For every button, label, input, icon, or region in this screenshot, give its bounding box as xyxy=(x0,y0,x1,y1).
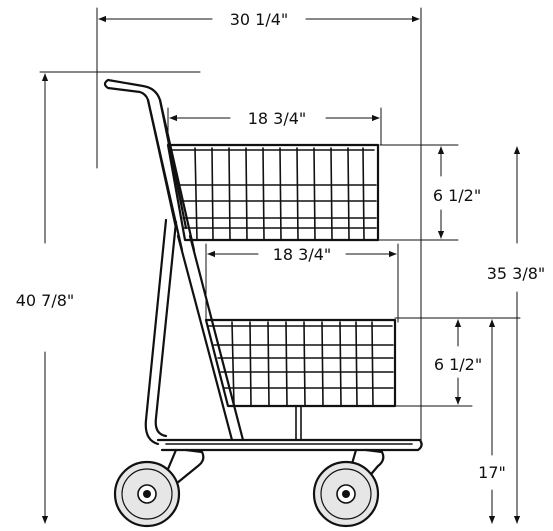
overall-width-label: 30 1/4" xyxy=(230,10,289,29)
upper-basket-wires xyxy=(194,147,365,241)
upper-basket-height-dimension: 6 1/2" xyxy=(377,144,481,241)
upper-basket xyxy=(166,143,380,242)
lower-basket-width-label: 18 3/4" xyxy=(273,245,332,264)
cart-base xyxy=(156,438,423,452)
lower-basket-wires xyxy=(231,321,374,407)
lower-basket-width-dimension: 18 3/4" xyxy=(205,243,399,323)
front-caster xyxy=(312,448,385,528)
lower-basket xyxy=(204,318,397,408)
shopping-cart-illustration xyxy=(103,78,423,528)
upper-basket-top-height-label: 35 3/8" xyxy=(487,264,546,283)
upper-basket-width-label: 18 3/4" xyxy=(248,109,307,128)
upper-basket-height-label: 6 1/2" xyxy=(433,186,481,205)
upper-basket-top-height-dimension: 35 3/8" xyxy=(487,146,546,524)
lower-basket-height-label: 6 1/2" xyxy=(434,355,482,374)
lower-basket-height-dimension: 6 1/2" xyxy=(394,317,521,407)
overall-height-dimension: 40 7/8" xyxy=(16,71,201,524)
rear-caster xyxy=(113,448,205,528)
overall-width-dimension: 30 1/4" xyxy=(96,7,422,441)
overall-height-label: 40 7/8" xyxy=(16,291,75,310)
lower-basket-top-height-dimension: 17" xyxy=(478,319,506,524)
cart-frame xyxy=(144,98,302,446)
lower-basket-top-height-label: 17" xyxy=(478,463,506,482)
upper-basket-width-dimension: 18 3/4" xyxy=(167,107,382,149)
